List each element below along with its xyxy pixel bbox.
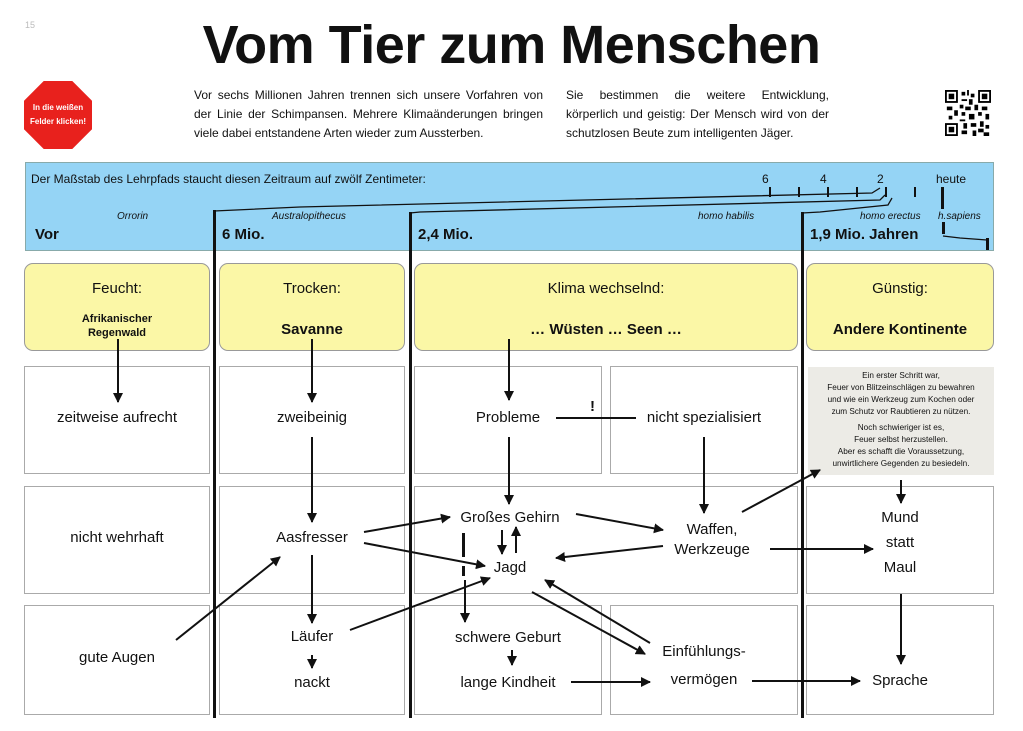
node-sprache: Sprache xyxy=(872,672,928,689)
arrow-laeufer-jagd xyxy=(349,576,491,631)
cell-r3-c1[interactable] xyxy=(24,605,210,715)
node-werkzeuge: Werkzeuge xyxy=(674,541,750,558)
cell-r2-c34[interactable] xyxy=(414,486,798,594)
arrow-jagd-einfuehlung xyxy=(531,591,646,655)
page-title: Vom Tier zum Menschen xyxy=(202,15,821,75)
note-line: Aber es schafft die Voraussetzung, xyxy=(837,447,965,456)
cell-r3-c4[interactable] xyxy=(610,605,798,715)
node-schwere-geburt: schwere Geburt xyxy=(455,629,561,646)
brain-bars xyxy=(462,533,465,576)
note-line: und wie ein Werkzeug zum Kochen oder xyxy=(827,395,975,404)
note-line: zum Schutz vor Raubtieren zu nützen. xyxy=(831,407,971,416)
intro-right: Sie bestimmen die weitere Entwicklung, k… xyxy=(566,88,829,140)
intro-left: Vor sechs Millionen Jahren trennen sich … xyxy=(194,88,543,140)
node-nicht-wehrhaft: nicht wehrhaft xyxy=(70,529,164,546)
note-line: Feuer selbst herzustellen. xyxy=(854,435,948,444)
node-exclamation: ! xyxy=(590,398,595,415)
node-statt: statt xyxy=(885,534,915,551)
node-waffen: Waffen, xyxy=(686,521,738,538)
cell-r2-c5[interactable] xyxy=(806,486,994,594)
node-probleme: Probleme xyxy=(475,409,541,426)
node-zeitweise-aufrecht: zeitweise aufrecht xyxy=(56,409,178,426)
click-hint-line-2: Felder klicken! xyxy=(29,117,87,126)
page-number: 15 xyxy=(25,20,36,30)
note-line: unwirtlichere Gegenden zu besiedeln. xyxy=(832,459,970,468)
arrow-einfuehlung-jagd xyxy=(544,579,651,644)
node-nackt: nackt xyxy=(294,674,330,691)
node-mund: Mund xyxy=(881,509,919,526)
note-line: Ein erster Schritt war, xyxy=(862,371,940,380)
node-einfuehlungs: Einfühlungs- xyxy=(662,643,746,660)
climate-heading: Trocken: xyxy=(283,280,341,297)
node-gute-augen: gute Augen xyxy=(79,649,155,666)
arrow-augen-aasfresser xyxy=(175,556,281,641)
climate-heading: Feucht: xyxy=(91,280,143,297)
scale-ticks xyxy=(769,187,989,250)
scale-number-2: 2 xyxy=(877,172,884,186)
climate-box-wechselnd: Klima wechselnd: … Wüsten … Seen … xyxy=(414,263,798,351)
cell-r2-c1[interactable] xyxy=(24,486,210,594)
stop-octagon-icon: In die weißen Felder klicken! xyxy=(24,81,92,149)
species-homo-sapiens: h.sapiens xyxy=(938,211,981,222)
arrow-waffen-jagd xyxy=(555,545,664,562)
node-nicht-spezialisiert: nicht spezialisiert xyxy=(646,409,762,426)
era-line-2-4-mio xyxy=(409,212,412,718)
node-grosses-gehirn: Großes Gehirn xyxy=(460,509,560,526)
node-maul: Maul xyxy=(883,559,917,576)
species-australopithecus: Australopithecus xyxy=(272,211,346,222)
arrow-aasfresser-jagd xyxy=(363,542,486,570)
node-lange-kindheit: lange Kindheit xyxy=(460,674,556,691)
climate-heading: Günstig: xyxy=(872,280,928,297)
era-line-1-9-mio xyxy=(801,212,804,718)
period-1-9-mio: 1,9 Mio. Jahren xyxy=(810,226,919,243)
node-laeufer: Läufer xyxy=(290,628,334,645)
timeline-band xyxy=(25,162,994,251)
scale-number-4: 4 xyxy=(820,172,827,186)
arrow-gehirn-waffen xyxy=(575,513,664,534)
species-orrorin: Orrorin xyxy=(117,211,149,222)
fire-note[interactable]: Ein erster Schritt war, Feuer von Blitze… xyxy=(808,367,994,475)
period-vor: Vor xyxy=(35,226,59,243)
click-hint-line-1: In die weißen xyxy=(32,103,84,112)
arrow-aasfresser-gehirn xyxy=(363,513,451,533)
arrow-waffen-note xyxy=(741,469,821,513)
node-zweibeinig: zweibeinig xyxy=(276,409,348,426)
climate-value: Savanne xyxy=(281,321,343,338)
node-vermoegen: vermögen xyxy=(670,671,738,688)
scale-number-6: 6 xyxy=(762,172,769,186)
climate-box-trocken: Trocken: Savanne xyxy=(219,263,405,351)
node-jagd: Jagd xyxy=(493,559,527,576)
scale-number-heute: heute xyxy=(936,172,967,186)
note-line: Noch schwieriger ist es, xyxy=(857,423,945,432)
period-2-4-mio: 2,4 Mio. xyxy=(418,226,474,243)
period-6-mio: 6 Mio. xyxy=(222,226,265,243)
climate-value: Andere Kontinente xyxy=(832,321,968,338)
climate-heading: Klima wechselnd: xyxy=(547,280,665,297)
species-homo-habilis: homo habilis xyxy=(698,211,755,222)
climate-value: … Wüsten … Seen … xyxy=(530,321,682,338)
climate-box-guenstig: Günstig: Andere Kontinente xyxy=(806,263,994,351)
scale-text: Der Maßstab des Lehrpfads staucht diesen… xyxy=(31,172,426,186)
qr-code-icon[interactable] xyxy=(945,90,991,136)
scale-bracket xyxy=(213,187,988,241)
climate-value: Afrikanischer Regenwald xyxy=(81,313,153,339)
node-aasfresser: Aasfresser xyxy=(276,529,348,546)
era-line-6-mio xyxy=(213,210,216,718)
species-homo-erectus: homo erectus xyxy=(860,211,921,222)
note-line: Feuer von Blitzeinschlägen zu bewahren xyxy=(827,383,975,392)
